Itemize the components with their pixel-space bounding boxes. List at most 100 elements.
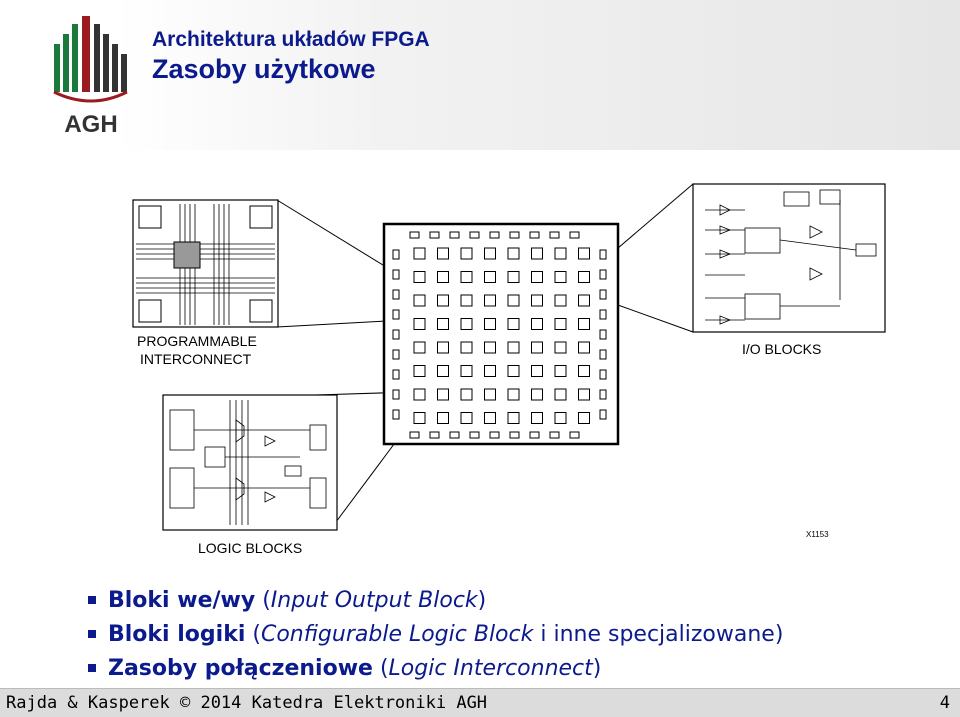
logic-block-cell xyxy=(507,412,520,424)
figure-code: X1153 xyxy=(806,530,829,539)
logic-block-cell xyxy=(578,388,590,401)
logic-block-cell xyxy=(437,341,449,354)
logic-block-cell xyxy=(507,388,520,401)
logic-block-cell xyxy=(413,388,426,401)
io-block-cell xyxy=(469,231,480,239)
io-block-cell xyxy=(449,231,460,239)
logic-block-cell xyxy=(413,412,426,424)
svg-text:I/O BLOCKS: I/O BLOCKS xyxy=(742,341,821,357)
io-block-cell xyxy=(392,369,400,380)
bullet-square-icon xyxy=(88,630,96,638)
io-block-cell xyxy=(599,409,607,420)
logic-block-cell xyxy=(484,388,496,401)
logic-block-cell xyxy=(578,271,590,283)
io-block-cell xyxy=(529,431,540,439)
logic-block-cell xyxy=(554,247,567,260)
io-block-cell xyxy=(392,249,400,260)
logic-block-cell xyxy=(531,247,543,260)
slide-footer: Rajda & Kasperek © 2014 Katedra Elektron… xyxy=(0,688,960,717)
svg-text:LOGIC BLOCKS: LOGIC BLOCKS xyxy=(198,540,302,556)
logic-block-cell xyxy=(460,388,473,401)
logic-block-cell xyxy=(460,318,473,330)
logic-block-cell xyxy=(578,247,590,260)
logic-block-cell xyxy=(531,388,543,401)
io-block-cell xyxy=(599,289,607,300)
io-block-cell xyxy=(469,431,480,439)
logic-block-cell xyxy=(413,365,426,377)
io-block-cell xyxy=(599,269,607,280)
io-block-cell xyxy=(599,309,607,320)
io-block-cell xyxy=(392,349,400,360)
logic-blocks-detail: LOGIC BLOCKS xyxy=(162,394,338,556)
io-block-cell xyxy=(392,309,400,320)
logic-block-cell xyxy=(507,318,520,330)
io-block-cell xyxy=(489,231,500,239)
logic-block-cell xyxy=(460,365,473,377)
io-block-cell xyxy=(599,249,607,260)
logic-block-cell xyxy=(531,318,543,330)
io-block-cell xyxy=(549,431,560,439)
logic-block-cell xyxy=(437,271,449,283)
io-block-cell xyxy=(449,431,460,439)
bullet-list: Bloki we/wy (Input Output Block) Bloki l… xyxy=(88,584,783,686)
svg-text:INTERCONNECT: INTERCONNECT xyxy=(140,351,252,367)
course-title: Architektura układów FPGA xyxy=(152,28,430,51)
logic-block-cell xyxy=(437,318,449,330)
io-block-cell xyxy=(599,329,607,340)
logic-block-cell xyxy=(531,412,543,424)
logic-block-cell xyxy=(554,365,567,377)
io-block-cell xyxy=(599,349,607,360)
page-number: 4 xyxy=(939,693,950,713)
logic-block-cell xyxy=(578,318,590,330)
logic-block-cell xyxy=(460,294,473,307)
logic-block-cell xyxy=(554,341,567,354)
io-block-cell xyxy=(549,231,560,239)
logic-block-cell xyxy=(578,365,590,377)
io-blocks-detail: I/O BLOCKS xyxy=(692,183,886,357)
logic-block-cell xyxy=(460,271,473,283)
logic-block-cell xyxy=(413,341,426,354)
logic-block-cell xyxy=(484,294,496,307)
logic-block-cell xyxy=(413,294,426,307)
logic-block-cell xyxy=(437,294,449,307)
logic-block-cell xyxy=(437,412,449,424)
logic-block-cell xyxy=(507,341,520,354)
svg-text:PROGRAMMABLE: PROGRAMMABLE xyxy=(137,333,257,349)
logic-block-cell xyxy=(437,388,449,401)
svg-text:AGH: AGH xyxy=(64,111,117,138)
logic-block-cell xyxy=(507,294,520,307)
bullet-square-icon xyxy=(88,664,96,672)
logic-block-cell xyxy=(484,318,496,330)
logic-block-cell xyxy=(413,247,426,260)
logic-block-cell xyxy=(413,271,426,283)
io-block-cell xyxy=(392,389,400,400)
io-block-cell xyxy=(392,269,400,280)
logic-block-cell xyxy=(554,271,567,283)
io-block-cell xyxy=(489,431,500,439)
io-block-cell xyxy=(392,409,400,420)
logic-block-cell xyxy=(507,247,520,260)
io-block-cell xyxy=(429,431,440,439)
slide-header: AGH Architektura układów FPGA Zasoby uży… xyxy=(0,0,960,150)
logic-block-cell xyxy=(437,247,449,260)
io-block-cell xyxy=(569,231,580,239)
logic-block-cell xyxy=(484,365,496,377)
logic-block-cell xyxy=(554,412,567,424)
logic-block-cell xyxy=(531,341,543,354)
bullet-square-icon xyxy=(88,596,96,604)
io-block-cell xyxy=(529,231,540,239)
logic-block-cell xyxy=(507,271,520,283)
logic-block-cell xyxy=(484,341,496,354)
logic-block-cell xyxy=(531,294,543,307)
fpga-array xyxy=(382,222,620,446)
io-block-cell xyxy=(409,431,420,439)
logic-block-cell xyxy=(578,412,590,424)
io-block-cell xyxy=(392,329,400,340)
logic-block-cell xyxy=(507,365,520,377)
bullet-logic-blocks: Bloki logiki (Configurable Logic Block i… xyxy=(88,618,783,652)
interconnect-detail: PROGRAMMABLE INTERCONNECT xyxy=(132,199,279,367)
logic-block-cell xyxy=(484,412,496,424)
footer-credits: Rajda & Kasperek © 2014 Katedra Elektron… xyxy=(6,693,488,713)
logic-block-cell xyxy=(460,341,473,354)
logic-block-cell xyxy=(413,318,426,330)
